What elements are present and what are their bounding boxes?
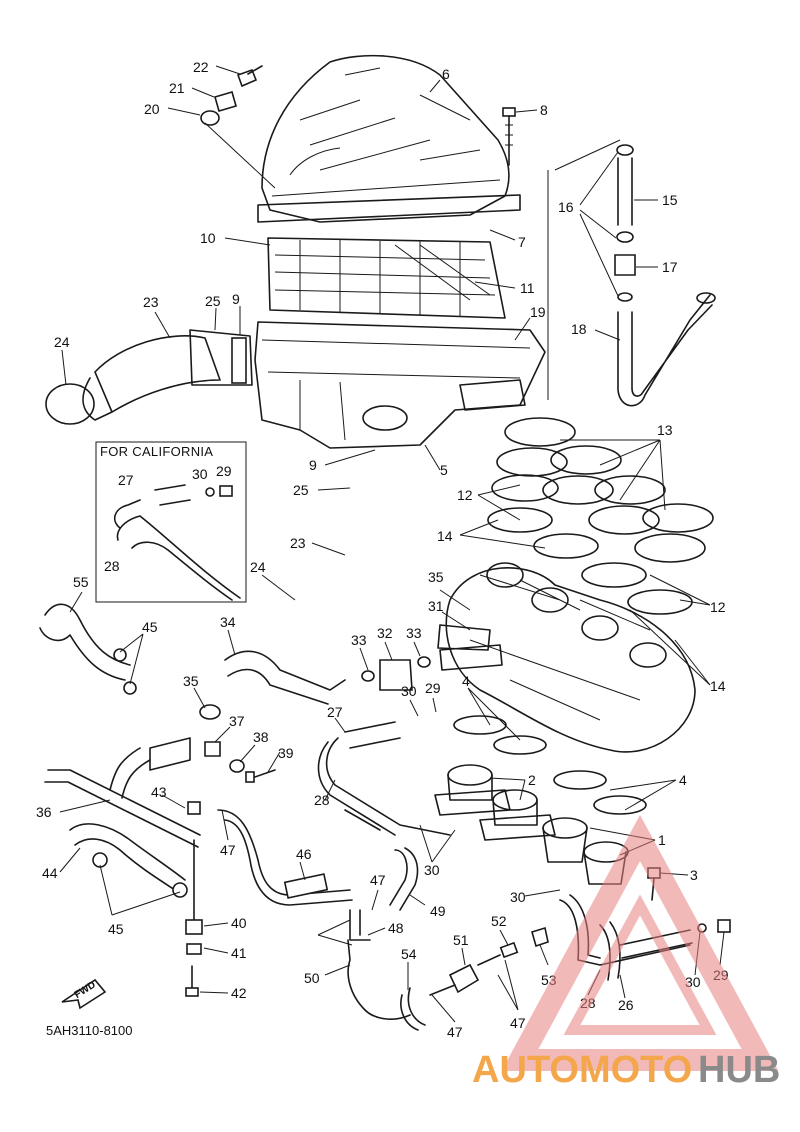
callout-23-b: 23 <box>290 535 306 551</box>
callout-30: 30 <box>401 683 417 699</box>
callout-25: 25 <box>205 293 221 309</box>
air-box-case <box>254 321 546 449</box>
callout-47: 47 <box>220 842 236 858</box>
california-inset-box: FOR CALIFORNIA <box>95 441 247 603</box>
callout-11: 11 <box>520 280 535 296</box>
callout-30-c: 30 <box>510 889 526 905</box>
callout-9: 9 <box>232 291 240 307</box>
callout-27: 27 <box>327 704 343 720</box>
callout-1: 1 <box>658 832 666 848</box>
air-filter-element <box>267 237 506 319</box>
callout-28: 28 <box>314 792 330 808</box>
callout-22: 22 <box>193 59 209 75</box>
callout-45: 45 <box>142 619 158 635</box>
callout-14: 14 <box>437 528 453 544</box>
callout-14-b: 14 <box>710 678 726 694</box>
callout-5: 5 <box>440 462 448 478</box>
callout-40: 40 <box>231 915 247 931</box>
hoses-and-pipes <box>39 603 549 1031</box>
callout-19: 19 <box>530 304 546 320</box>
forward-arrow: FWD <box>61 978 107 1010</box>
callout-27-box: 27 <box>118 472 134 488</box>
callout-36: 36 <box>36 804 52 820</box>
callout-30-b: 30 <box>424 862 440 878</box>
callout-33-b: 33 <box>406 625 422 641</box>
callout-42: 42 <box>231 985 247 1001</box>
callout-23: 23 <box>143 294 159 310</box>
callout-12-b: 12 <box>710 599 726 615</box>
bolt-8 <box>502 107 516 166</box>
callout-9-b: 9 <box>309 457 317 473</box>
callout-4-b: 4 <box>679 772 687 788</box>
watermark-text: AUTOMOTO HUB <box>472 1049 780 1091</box>
callout-48: 48 <box>388 920 404 936</box>
breather-hose-set <box>547 139 716 407</box>
watermark-text-part2: HUB <box>698 1049 780 1091</box>
callout-49: 49 <box>430 903 446 919</box>
callout-35-b: 35 <box>183 673 199 689</box>
callout-43: 43 <box>151 784 167 800</box>
callout-47-c: 47 <box>447 1024 463 1040</box>
watermark-text-part1: AUTOMOTO <box>472 1049 692 1091</box>
callout-38: 38 <box>253 729 269 745</box>
callout-51: 51 <box>453 932 469 948</box>
watermark-triangle <box>501 814 779 1071</box>
watermark <box>501 814 779 1071</box>
california-box-title: FOR CALIFORNIA <box>100 444 213 459</box>
callout-20: 20 <box>144 101 160 117</box>
callout-29-box: 29 <box>216 463 232 479</box>
callout-13: 13 <box>657 422 673 438</box>
callout-12: 12 <box>457 487 473 503</box>
callout-6: 6 <box>442 66 450 82</box>
callout-34: 34 <box>220 614 236 630</box>
diagram-code: 5AH3110-8100 <box>46 1023 133 1038</box>
callout-31: 31 <box>428 598 444 614</box>
callout-30-box: 30 <box>192 466 208 482</box>
callout-46: 46 <box>296 846 312 862</box>
carburetor-assembly <box>437 562 696 753</box>
callout-41: 41 <box>231 945 247 961</box>
callout-44: 44 <box>42 865 58 881</box>
callout-47-b: 47 <box>370 872 386 888</box>
callout-15: 15 <box>662 192 678 208</box>
callout-17: 17 <box>662 259 678 275</box>
callout-7: 7 <box>518 234 526 250</box>
intake-duct-left <box>45 329 253 425</box>
callout-25-b: 25 <box>293 482 309 498</box>
callout-39: 39 <box>278 745 294 761</box>
callout-37: 37 <box>229 713 245 729</box>
callout-3: 3 <box>690 867 698 883</box>
callout-26: 26 <box>618 997 634 1013</box>
callout-52: 52 <box>491 913 507 929</box>
cover-fasteners <box>200 65 276 189</box>
callout-2: 2 <box>528 772 536 788</box>
carb-funnels-clamps <box>487 417 714 615</box>
callout-54: 54 <box>401 946 417 962</box>
callout-45-b: 45 <box>108 921 124 937</box>
callout-labels: 22 21 20 6 8 16 15 17 18 10 7 11 19 23 2… <box>36 59 729 1040</box>
air-cleaner-cover <box>257 54 521 223</box>
callout-35: 35 <box>428 569 444 585</box>
callout-24-b: 24 <box>250 559 266 575</box>
callout-16: 16 <box>558 199 574 215</box>
callout-10: 10 <box>200 230 216 246</box>
callout-24: 24 <box>54 334 70 350</box>
callout-8: 8 <box>540 102 548 118</box>
callout-33: 33 <box>351 632 367 648</box>
callout-4: 4 <box>462 673 470 689</box>
callout-29: 29 <box>425 680 441 696</box>
callout-32: 32 <box>377 625 393 641</box>
callout-18: 18 <box>571 321 587 337</box>
callout-50: 50 <box>304 970 320 986</box>
callout-21: 21 <box>169 80 185 96</box>
callout-47-d: 47 <box>510 1015 526 1031</box>
callout-55: 55 <box>73 574 89 590</box>
callout-28-box: 28 <box>104 558 120 574</box>
